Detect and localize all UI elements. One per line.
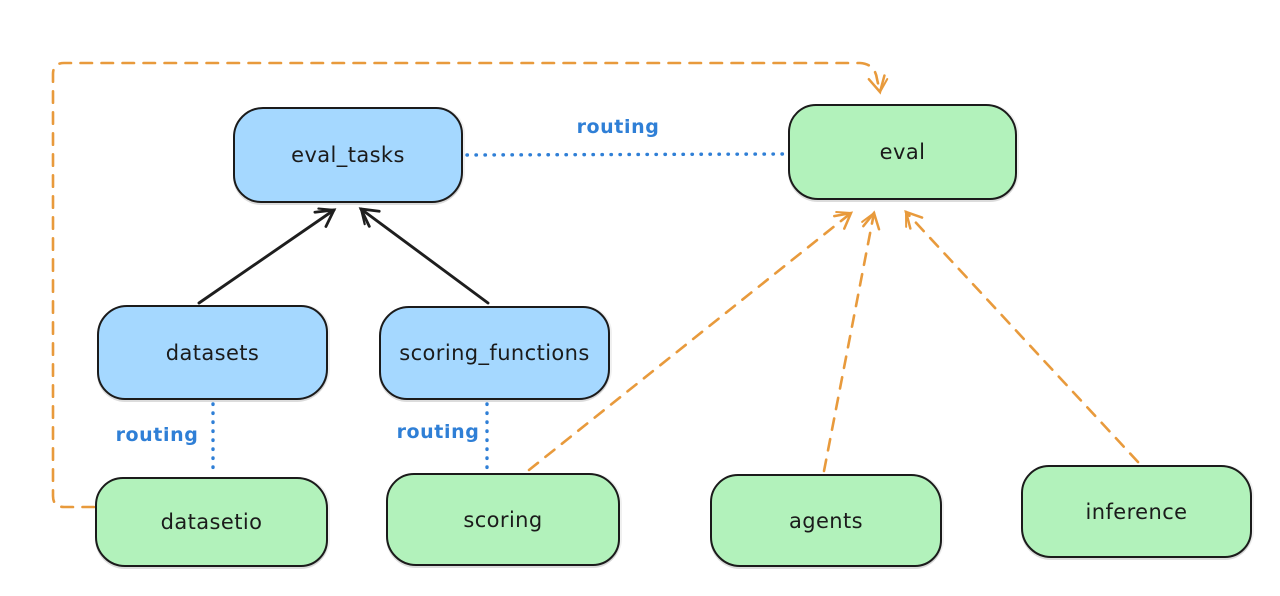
edge-datasets-to-eval-tasks [197, 207, 337, 305]
edge-eval-tasks-to-eval-routing [465, 152, 785, 157]
edge-label-routing-scoring-functions-scoring: routing [396, 421, 480, 443]
node-datasets: datasets [97, 305, 328, 400]
node-label: scoring [463, 507, 543, 532]
edge-agents-to-eval [822, 210, 881, 473]
node-label: datasets [165, 340, 260, 365]
node-label: scoring_functions [399, 341, 590, 365]
node-agents: agents [710, 474, 942, 567]
edge-inference-to-eval [904, 210, 1140, 464]
edge-scoring-to-eval [527, 211, 854, 472]
node-label: agents [788, 508, 863, 533]
node-eval: eval [788, 104, 1017, 200]
node-inference: inference [1021, 465, 1252, 558]
node-label: eval [879, 140, 926, 164]
edge-scoring-functions-to-eval-tasks [358, 207, 490, 305]
node-scoring-functions: scoring_functions [379, 306, 610, 400]
edge-label-routing-datasets-datasetio: routing [115, 424, 199, 446]
node-datasetio: datasetio [95, 477, 328, 567]
node-label: inference [1085, 499, 1188, 524]
node-eval-tasks: eval_tasks [233, 107, 463, 203]
edge-label-routing-eval-tasks-eval: routing [576, 116, 660, 138]
node-scoring: scoring [386, 473, 620, 566]
node-label: eval_tasks [291, 143, 405, 167]
node-label: datasetio [160, 510, 263, 534]
